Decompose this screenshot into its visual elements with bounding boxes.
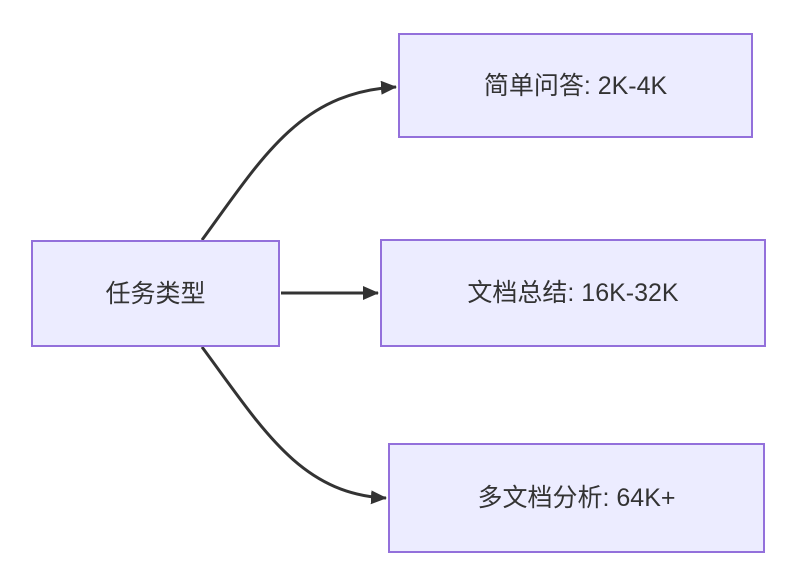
node-doc-summary: 文档总结: 16K-32K	[380, 239, 766, 347]
node-simple-qa-label: 简单问答: 2K-4K	[483, 71, 668, 100]
edge-task-type-to-simple-qa	[200, 80, 397, 241]
node-doc-summary-label: 文档总结: 16K-32K	[467, 279, 679, 307]
edge-task-type-to-multi-doc	[200, 346, 387, 505]
node-simple-qa: 简单问答: 2K-4K	[398, 33, 753, 138]
node-task-type-label: 任务类型	[105, 279, 206, 308]
node-task-type: 任务类型	[31, 240, 280, 347]
node-multi-doc: 多文档分析: 64K+	[388, 443, 765, 553]
node-multi-doc-label: 多文档分析: 64K+	[477, 484, 676, 512]
